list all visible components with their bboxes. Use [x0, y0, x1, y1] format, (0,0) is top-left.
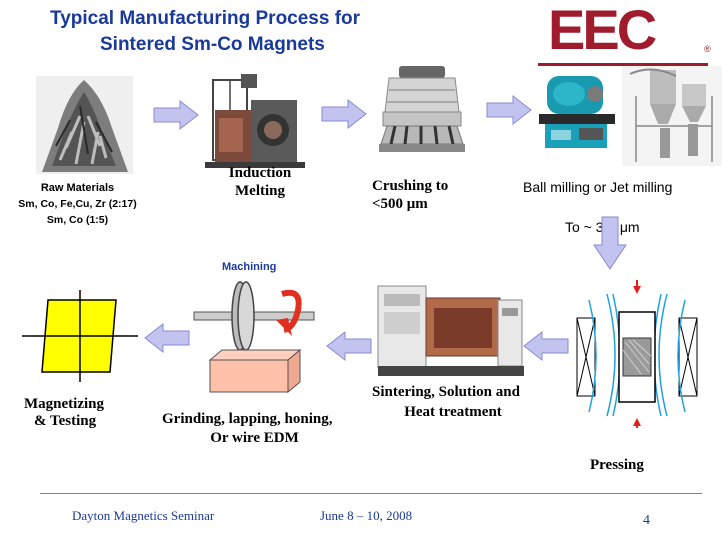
arrow-raw-to-melting: [153, 99, 199, 131]
jet-mill-image: [622, 66, 722, 166]
crusher-image: [379, 66, 465, 152]
raw-materials-composition-1: Sm, Co, Fe,Cu, Zr (2:17): [18, 198, 137, 210]
arrow-crushing-to-milling: [486, 94, 532, 126]
machining-label: Machining: [222, 261, 277, 273]
arrow-pressing-to-sintering: [523, 330, 569, 362]
title-line-2: Sintered Sm-Co Magnets: [100, 34, 325, 55]
milling-label: Ball milling or Jet milling: [523, 179, 673, 195]
sintering-furnace-image: [377, 285, 524, 376]
arrow-milling-to-pressing: [593, 216, 627, 270]
arrow-sintering-to-grinding: [326, 330, 372, 362]
arrow-melting-to-crushing: [321, 98, 367, 130]
testing-label: & Testing: [34, 413, 97, 429]
crushing-size-label: <500 μm: [372, 196, 428, 212]
title-line-1: Typical Manufacturing Process for: [50, 8, 361, 29]
magnetizing-label: Magnetizing: [24, 396, 104, 412]
footer-seminar: Dayton Magnetics Seminar: [72, 508, 215, 523]
pressing-label: Pressing: [590, 457, 644, 473]
grinding-wheel-diagram: [193, 281, 315, 394]
raw-materials-composition-2: Sm, Co (1:5): [46, 214, 109, 226]
registered-mark: ®: [704, 44, 711, 54]
ball-mill-image: [539, 76, 615, 148]
pressing-diagram: [576, 280, 698, 428]
logo-underline: [538, 63, 708, 66]
induction-melting-image: [205, 74, 305, 168]
raw-materials-image: [36, 76, 133, 174]
raw-materials-title: Raw Materials: [40, 182, 115, 194]
footer-date: June 8 – 10, 2008: [320, 508, 413, 523]
melting-label: Melting: [235, 183, 285, 199]
induction-label: Induction: [228, 165, 292, 181]
crushing-label: Crushing to: [372, 178, 449, 194]
page-number: 4: [643, 513, 650, 528]
heat-treatment-label: Heat treatment: [404, 404, 502, 420]
footer-divider: [40, 493, 702, 494]
wire-edm-label: Or wire EDM: [210, 430, 299, 446]
eec-logo: EEC: [548, 0, 657, 61]
sintering-label: Sintering, Solution and: [372, 384, 520, 400]
arrow-grinding-to-magnetizing: [144, 322, 190, 354]
grinding-label: Grinding, lapping, honing,: [162, 411, 333, 427]
hysteresis-loop-diagram: [22, 290, 138, 382]
